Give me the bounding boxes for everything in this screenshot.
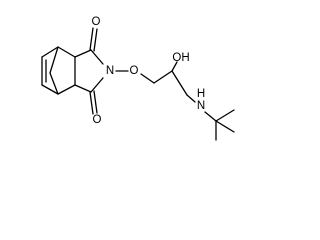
side-chain [115,61,235,141]
carbonyl-bond [89,91,94,115]
norbornene-ring [41,46,76,95]
bond [57,84,76,95]
oxygen-label-top: O [92,16,101,28]
amine-nitrogen-label: N [197,100,205,112]
bond [74,49,92,58]
bond [57,46,76,58]
bond [140,73,155,84]
bond [153,70,173,84]
bond [171,61,178,72]
chemical-structure-diagram: O O N O OH N H [41,16,235,141]
bond [215,109,235,122]
imide-ring [74,27,104,115]
carbonyl-bond [93,28,98,52]
bond [204,111,217,122]
bond [41,84,59,95]
bond [74,84,92,93]
bond [41,46,59,58]
bridge-bond [49,72,59,95]
bond [186,94,196,103]
structure-canvas: O O N O OH N H [41,16,235,141]
oxygen-label-bottom: O [93,114,102,126]
bond [90,77,104,93]
amine-hydrogen-label: H [197,88,205,100]
nitrogen-label-imide: N [106,65,114,77]
bond [90,49,104,65]
bond [171,70,188,96]
bridge-bond [49,46,59,74]
oxygen-label-ether: O [130,65,139,77]
carbonyl-bond [93,90,98,114]
hydroxyl-label: OH [172,52,189,64]
carbonyl-bond [89,27,94,51]
bond [215,120,235,133]
